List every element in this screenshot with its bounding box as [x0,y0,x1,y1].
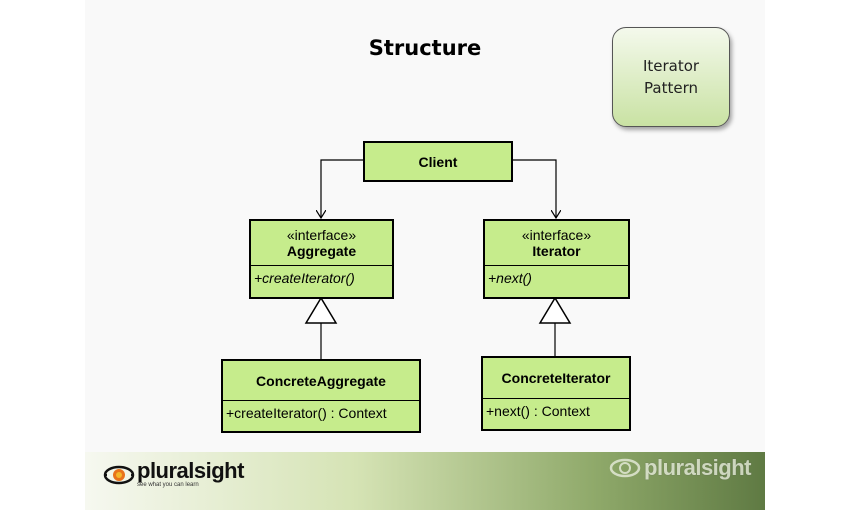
aggregate-generalization-triangle [304,296,338,324]
concrete-iterator-method: +next() : Context [483,398,629,419]
pluralsight-watermark-wordmark: pluralsight [644,455,751,480]
concrete-aggregate-box: ConcreteAggregate +createIterator() : Co… [221,359,421,433]
topic-badge: Iterator Pattern [612,27,730,127]
footer-band: pluralsight see what you can learn plura… [85,452,765,510]
slide: Structure Iterator Pattern Client «inter… [85,0,765,510]
pluralsight-eye-icon [103,465,135,484]
concrete-iterator-class-name: ConcreteIterator [501,370,611,386]
pluralsight-eye-watermark-icon [609,458,641,478]
iterator-stereotype: «interface» [521,227,592,243]
aggregate-stereotype: «interface» [286,227,357,243]
client-class-name: Client [418,153,458,170]
pluralsight-tagline: see what you can learn [137,482,199,488]
diagram-connectors [304,159,572,359]
iterator-generalization-triangle [538,296,572,324]
client-iterator-association [513,159,556,218]
pluralsight-watermark-logo: pluralsight [609,456,751,480]
client-aggregate-association [321,159,363,218]
topic-badge-line2: Pattern [644,79,698,97]
concrete-iterator-box: ConcreteIterator +next() : Context [481,356,631,431]
aggregate-method: +createIterator() [251,265,392,286]
aggregate-interface-box: «interface» Aggregate +createIterator() [249,219,394,299]
concrete-aggregate-method: +createIterator() : Context [223,400,419,421]
iterator-interface-box: «interface» Iterator +next() [483,219,630,299]
topic-badge-line1: Iterator [642,57,700,75]
iterator-method: +next() [485,265,628,286]
pluralsight-logo: pluralsight see what you can learn [103,460,244,489]
slide-title: Structure [368,36,482,60]
concrete-aggregate-class-name: ConcreteAggregate [256,372,386,389]
aggregate-class-name: Aggregate [286,243,357,259]
iterator-class-name: Iterator [532,243,581,259]
client-class-box: Client [363,141,513,182]
pluralsight-wordmark: pluralsight [137,458,244,483]
